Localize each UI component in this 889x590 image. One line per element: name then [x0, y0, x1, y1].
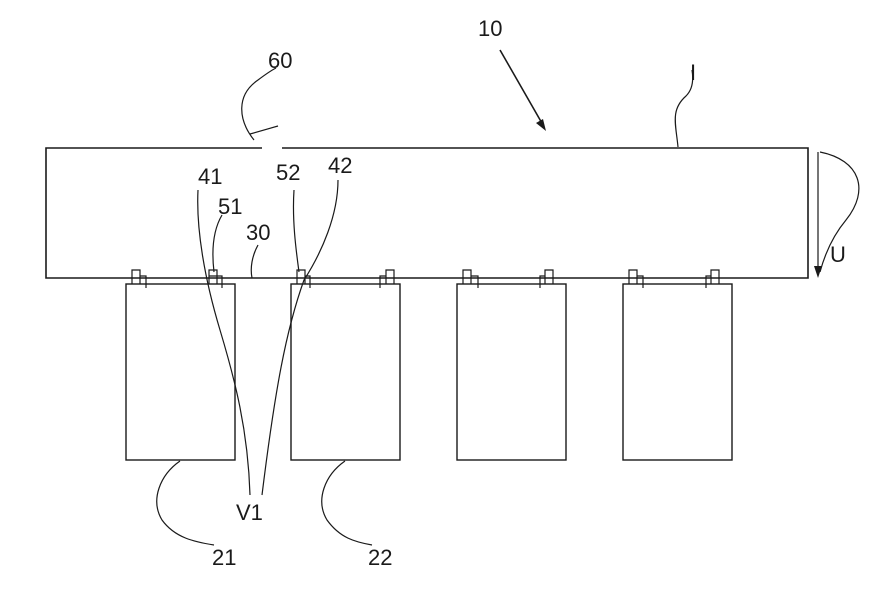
cell-22: [291, 284, 400, 460]
cell-4: [623, 284, 732, 460]
label-60: 60: [268, 48, 292, 73]
label-51: 51: [218, 194, 242, 219]
label-V1: V1: [236, 500, 263, 525]
arrow-10-shaft: [500, 50, 543, 125]
housing-outline: [46, 148, 808, 278]
leader-30: [251, 245, 258, 278]
label-42: 42: [328, 153, 352, 178]
cell-21: [126, 284, 235, 460]
label-22: 22: [368, 545, 392, 570]
label-I: I: [690, 60, 696, 85]
leader-52: [293, 190, 299, 272]
leader-60-curve: [242, 68, 276, 140]
label-21: 21: [212, 545, 236, 570]
cell-3: [457, 284, 566, 460]
leader-22: [322, 461, 372, 545]
leader-60: [250, 126, 278, 134]
label-30: 30: [246, 220, 270, 245]
label-52: 52: [276, 160, 300, 185]
label-41: 41: [198, 164, 222, 189]
leader-51: [213, 215, 222, 272]
leader-21: [157, 461, 214, 545]
label-10: 10: [478, 16, 502, 41]
arrow-10-head: [536, 119, 546, 131]
label-U: U: [830, 242, 846, 267]
